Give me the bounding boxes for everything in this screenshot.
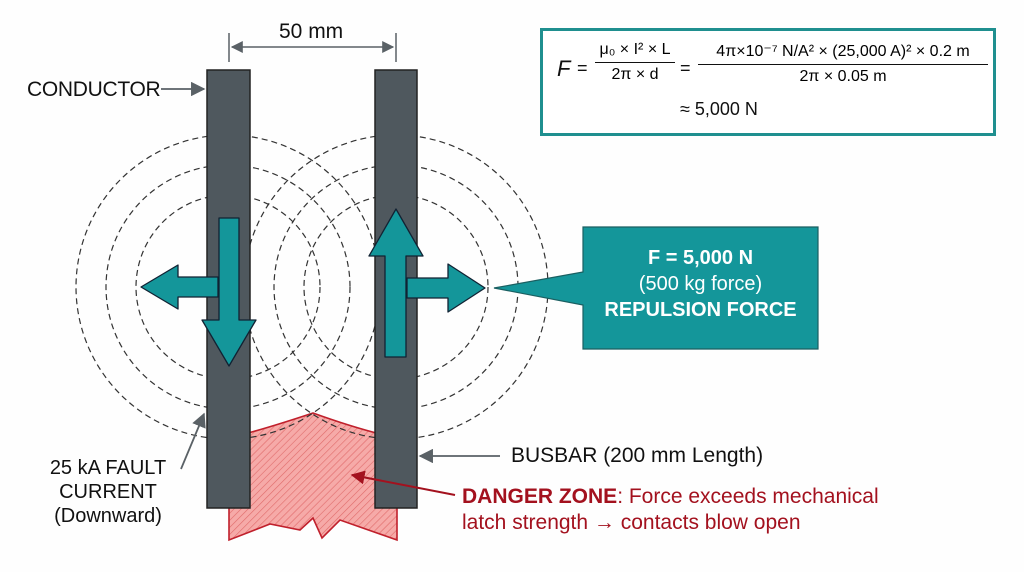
arrow-up-icon — [368, 208, 424, 358]
danger-zone — [228, 412, 398, 542]
danger-text-2: latch strength → contacts blow open — [462, 511, 801, 534]
formula-numeric-numerator: 4π×10⁻⁷ N/A² × (25,000 A)² × 0.2 m — [698, 41, 988, 65]
force-callout — [493, 226, 819, 350]
danger-zone-label: DANGER ZONE: Force exceeds mechanical la… — [462, 484, 879, 536]
fault-current-label: 25 kA FAULT CURRENT (Downward) — [28, 456, 188, 528]
formula-fraction-symbolic: μ₀ × I² × L 2π × d — [595, 41, 675, 84]
right-force-arrows — [368, 208, 486, 358]
formula-fraction-numeric: 4π×10⁻⁷ N/A² × (25,000 A)² × 0.2 m 2π × … — [698, 41, 988, 86]
fault-current-line1: 25 kA FAULT — [49, 457, 167, 479]
arrow-right-icon — [406, 263, 486, 313]
formula-lhs: F — [557, 56, 571, 81]
left-force-arrows — [140, 217, 257, 367]
formula-numeric-denominator: 2π × 0.05 m — [799, 68, 887, 85]
danger-text-1: : Force exceeds mechanical — [617, 485, 879, 508]
callout-kg-force: (500 kg force) — [638, 273, 763, 295]
formula-box: F = μ₀ × I² × L 2π × d = 4π×10⁻⁷ N/A² × … — [540, 28, 996, 136]
conductor-label: CONDUCTOR — [27, 78, 161, 101]
dimension-50mm — [228, 33, 397, 62]
fault-current-pointer-arrow — [180, 412, 206, 470]
formula-symbolic-denominator: 2π × d — [611, 66, 659, 83]
formula-equals-2: = — [680, 58, 691, 78]
arrow-down-icon — [201, 217, 257, 367]
distance-label: 50 mm — [279, 20, 344, 43]
danger-title: DANGER ZONE — [462, 485, 618, 508]
formula-symbolic-numerator: μ₀ × I² × L — [595, 41, 675, 63]
fault-current-line3: (Downward) — [54, 505, 162, 527]
callout-force-value: F = 5,000 N — [647, 247, 754, 269]
busbar-label: BUSBAR (200 mm Length) — [511, 444, 764, 467]
danger-pointer-arrow — [350, 470, 456, 496]
formula-equals-1: = — [577, 58, 588, 78]
formula-result: ≈ 5,000 N — [680, 99, 758, 119]
force-callout-text: F = 5,000 N (500 kg force) REPULSION FOR… — [583, 245, 818, 323]
arrow-left-icon — [140, 264, 219, 310]
fault-current-line2: CURRENT — [59, 481, 157, 503]
callout-repulsion: REPULSION FORCE — [604, 299, 797, 321]
